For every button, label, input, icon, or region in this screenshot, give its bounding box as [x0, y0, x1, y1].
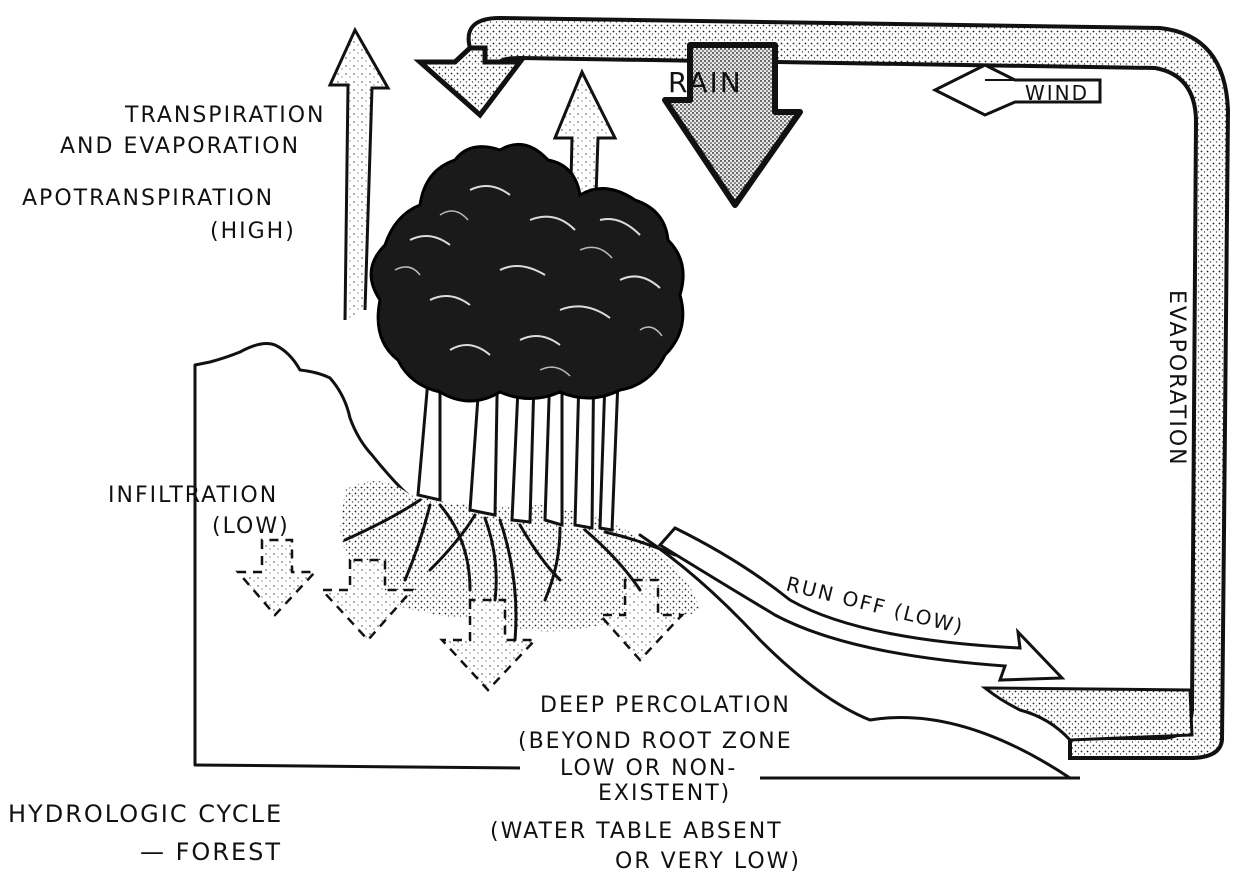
- infiltration-label-line1: INFILTRATION: [108, 483, 278, 508]
- runoff-arrow: [657, 526, 1066, 682]
- apotranspiration-label-line2: (HIGH): [210, 219, 296, 244]
- ground-outline: [193, 342, 1080, 780]
- transpiration-label-line2: AND EVAPORATION: [60, 134, 300, 159]
- deep-percolation-label-line3: LOW OR NON-: [560, 756, 737, 781]
- transpiration-label-line1: TRANSPIRATION: [124, 103, 326, 128]
- infiltration-arrows: [235, 538, 685, 692]
- rain-label: RAIN: [668, 66, 743, 99]
- wind-arrow: [931, 63, 1102, 117]
- water-table-label-line1: (WATER TABLE ABSENT: [490, 819, 783, 844]
- evaporation-label: EVAPORATION: [1164, 290, 1189, 467]
- deep-percolation-label-line2: (BEYOND ROOT ZONE: [518, 729, 793, 754]
- water-table-label-line2: OR VERY LOW): [615, 849, 801, 874]
- transpiration-up-arrow: [327, 26, 391, 321]
- root-soil-area: [340, 481, 700, 632]
- diagram-title-line2: — FOREST: [140, 838, 282, 866]
- infiltration-label-line2: (LOW): [212, 514, 290, 539]
- diagram-title-line1: HYDROLOGIC CYCLE: [8, 800, 283, 828]
- apotranspiration-label-line1: APOTRANSPIRATION: [22, 186, 274, 211]
- pond: [980, 686, 1194, 742]
- wind-label: WIND: [1025, 81, 1089, 105]
- deep-percolation-label-line1: DEEP PERCOLATION: [540, 693, 791, 718]
- deep-percolation-label-line4: EXISTENT): [598, 781, 731, 806]
- forest-canopy: [369, 142, 685, 403]
- tree-roots: [343, 498, 677, 642]
- text-labels: TRANSPIRATION AND EVAPORATION APOTRANSPI…: [8, 66, 1189, 874]
- evaporation-loop-arrow: [413, 15, 1231, 760]
- rain-arrow: [662, 42, 803, 208]
